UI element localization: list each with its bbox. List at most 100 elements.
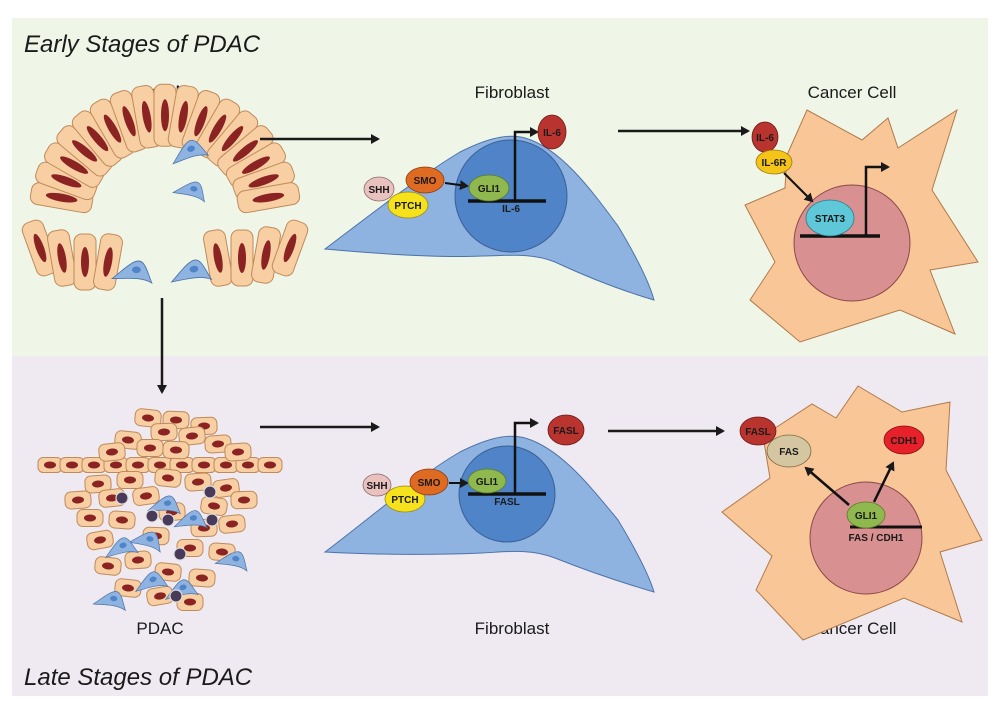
epithelial-cell [64, 490, 92, 510]
stromal-fibroblast-nucleus [163, 500, 172, 506]
epithelial-nucleus [192, 478, 204, 486]
epithelial-nucleus [221, 126, 244, 152]
ptch-receptor [387, 191, 429, 219]
gli1-factor [846, 501, 886, 529]
smo-label: SMO [418, 478, 441, 489]
stromal-fibroblast-nucleus [189, 515, 198, 521]
stromal-fibroblast-nucleus [189, 265, 199, 273]
epithelial-nucleus [110, 461, 122, 469]
early-fibroblast-label: Fibroblast [475, 83, 550, 102]
epithelial-cell [213, 457, 239, 473]
immune-cell [169, 589, 183, 603]
stromal-fibroblast [104, 537, 139, 559]
stromal-fibroblast-nucleus [179, 584, 187, 591]
epithelial-nucleus [170, 446, 182, 454]
stat3-label: STAT3 [815, 214, 846, 225]
stromal-fibroblast-body [146, 495, 182, 515]
epithelial-nucleus [45, 192, 78, 203]
epithelial-cell [218, 514, 246, 534]
epithelial-cell [154, 468, 182, 488]
epithelial-nucleus [132, 461, 144, 469]
stromal-fibroblast-nucleus [110, 595, 118, 602]
epithelial-cell [84, 474, 112, 494]
pdac-tissue [37, 408, 283, 612]
epithelial-nucleus [242, 461, 254, 469]
epithelial-nucleus [184, 598, 196, 606]
epithelial-nucleus [94, 536, 106, 544]
epithelial-cell [150, 422, 178, 442]
epithelial-nucleus [196, 574, 208, 582]
epithelial-nucleus [60, 156, 89, 174]
epithelial-nucleus [198, 524, 210, 532]
stromal-fibroblast-nucleus [146, 536, 154, 542]
gli1-to-fas-arrow [804, 466, 850, 506]
epithelial-nucleus [232, 140, 258, 162]
epithelial-nucleus [132, 556, 144, 564]
epithelial-nucleus [252, 192, 285, 203]
epithelial-nucleus [106, 494, 118, 502]
epithelial-nucleus [66, 461, 78, 469]
epithelial-nucleus [208, 502, 220, 510]
stromal-fibroblast-nucleus [149, 576, 157, 583]
epithelial-nucleus [232, 448, 244, 456]
epithelial-cell [136, 439, 164, 457]
epithelial-nucleus [162, 474, 174, 482]
secreted-il6-label: IL-6 [543, 128, 561, 139]
panin-tissue [21, 83, 309, 291]
stromal-fibroblast [134, 571, 169, 593]
stromal-fibroblast [110, 260, 153, 285]
epithelial-nucleus [208, 114, 227, 143]
stromal-fibroblast-body [127, 531, 161, 553]
gli1-factor [468, 174, 510, 202]
epithelial-nucleus [144, 444, 156, 452]
epithelial-nucleus [103, 247, 113, 277]
epithelial-nucleus [86, 126, 109, 152]
late-cancer-cell: FAS / CDH1 GLI1 FASL FAS CDH1 [721, 385, 983, 641]
transcription-arrow [513, 418, 539, 494]
epithelial-cell [98, 442, 126, 462]
stromal-fibroblast-nucleus [132, 266, 141, 274]
epithelial-nucleus [194, 106, 208, 137]
epithelial-cell [108, 510, 136, 530]
epithelial-nucleus [92, 480, 104, 488]
epithelial-nucleus [264, 461, 276, 469]
il6-ligand-label: IL-6 [756, 133, 774, 144]
epithelial-nucleus [124, 476, 136, 484]
immune-cell [145, 509, 159, 523]
stromal-fibroblast [127, 531, 161, 553]
stromal-fibroblast [172, 181, 205, 203]
epithelial-cell [86, 529, 114, 551]
epithelial-cell [257, 457, 283, 473]
il6r-receptor [755, 149, 793, 175]
epithelial-cell [194, 98, 241, 159]
epithelial-cell [37, 457, 63, 473]
epithelial-cell [230, 229, 254, 287]
smo-receptor [409, 468, 449, 496]
il6r-label: IL-6R [762, 158, 788, 169]
epithelial-cell [116, 471, 144, 489]
shh-label: SHH [368, 185, 389, 196]
epithelial-nucleus [248, 174, 279, 188]
epithelial-nucleus [116, 516, 128, 524]
epithelial-nucleus [161, 99, 169, 132]
epithelial-nucleus [213, 243, 223, 273]
il6-gene-label: IL-6 [502, 204, 520, 215]
stromal-fibroblast-body [172, 181, 205, 203]
epithelial-cell [200, 496, 228, 516]
cdh1-label: CDH1 [890, 436, 918, 447]
secreted-il6 [537, 114, 567, 150]
smo-to-gli1-arrow [444, 180, 469, 191]
epithelial-nucleus [72, 496, 84, 504]
epithelial-nucleus [106, 448, 118, 456]
epithelial-nucleus [33, 233, 47, 263]
epithelial-cell [188, 568, 216, 588]
epithelial-cell [184, 472, 212, 492]
immune-cell [115, 491, 129, 505]
immune-cell [203, 485, 217, 499]
il6r-to-stat3-arrow [783, 172, 814, 203]
gli1-label: GLI1 [476, 477, 499, 488]
epithelial-nucleus [140, 492, 152, 500]
epithelial-cell [73, 233, 97, 291]
epithelial-cell [203, 229, 233, 287]
